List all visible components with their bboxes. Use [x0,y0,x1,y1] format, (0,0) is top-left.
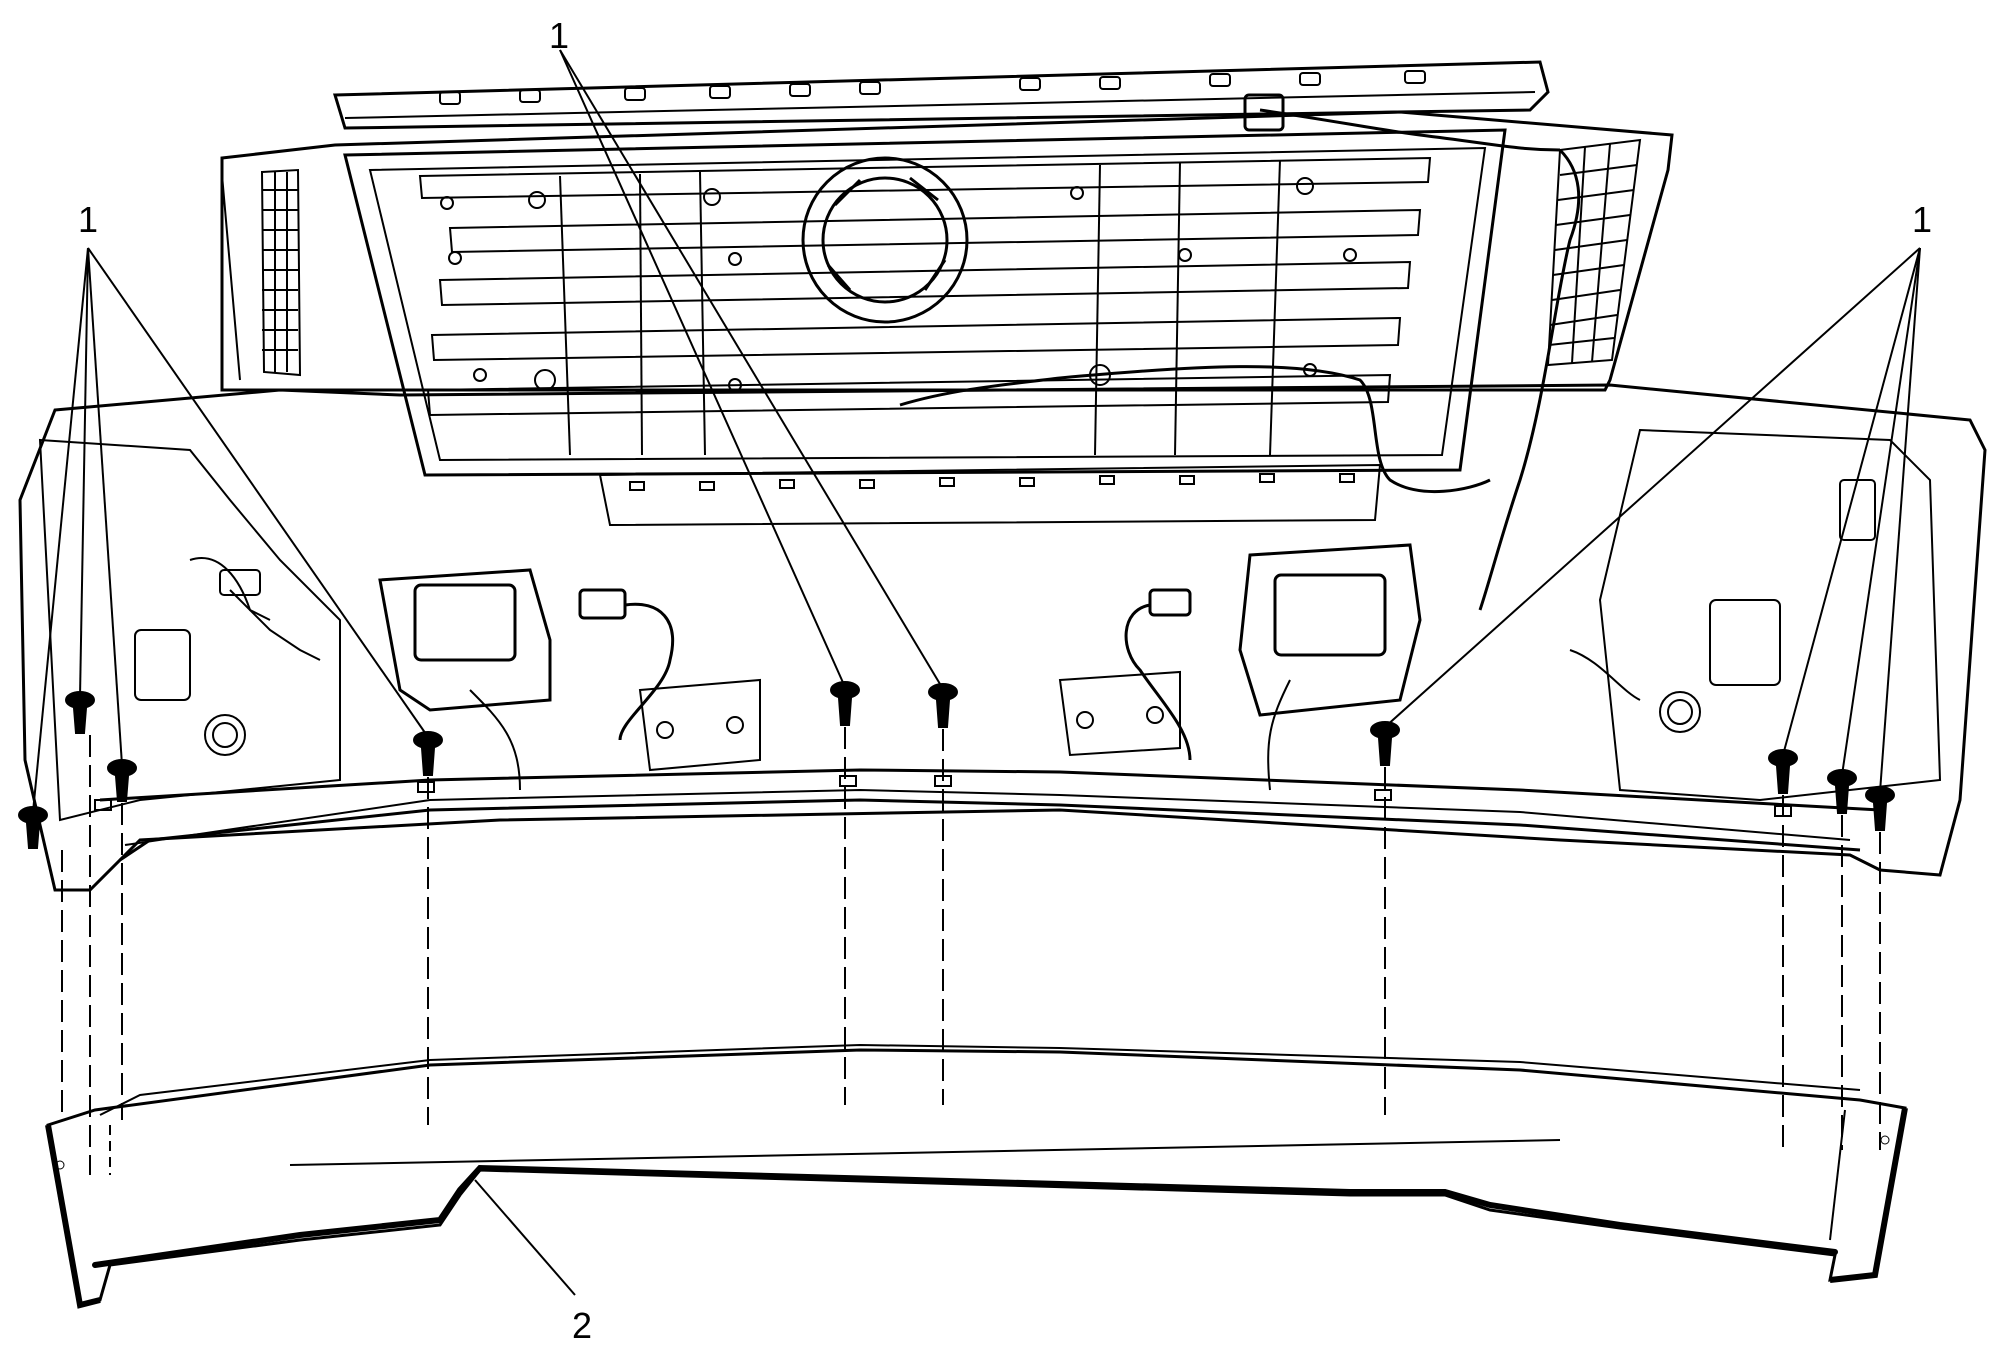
fastener-right-3 [1827,769,1857,814]
fastener-left-2 [65,691,95,734]
emblem-mount [801,156,969,324]
right-sensor-module [1124,543,1422,761]
callout-label-center: 1 [549,15,569,56]
lower-strip-slots [629,473,1355,491]
fastener-center-2 [928,683,958,728]
alignment-lines [61,727,1881,1175]
lower-air-deflector [45,1043,1908,1309]
callout-label-right: 1 [1912,199,1932,240]
fastener-right-2 [1768,749,1798,794]
center-brackets [469,670,1291,791]
left-fog-assembly [38,438,341,822]
fastener-left-4 [413,731,443,776]
bumper-fascia [18,383,1987,892]
fastener-center-1 [830,681,860,726]
fastener-right-1 [1370,721,1400,766]
callout-label-left: 1 [78,199,98,240]
fastener-left-3 [107,759,137,802]
left-louver [260,168,302,377]
right-louver [1546,138,1642,367]
grille-bars [418,156,1432,456]
leader-lines [32,49,1921,1296]
fastener-group [18,681,1895,849]
left-sensor-module [378,568,675,741]
callout-label-bottom: 2 [572,1305,592,1346]
grille-holes [440,177,1357,392]
fastener-left-1 [18,806,48,849]
upper-grille-assembly [220,60,1674,611]
header-slots [439,70,1426,105]
